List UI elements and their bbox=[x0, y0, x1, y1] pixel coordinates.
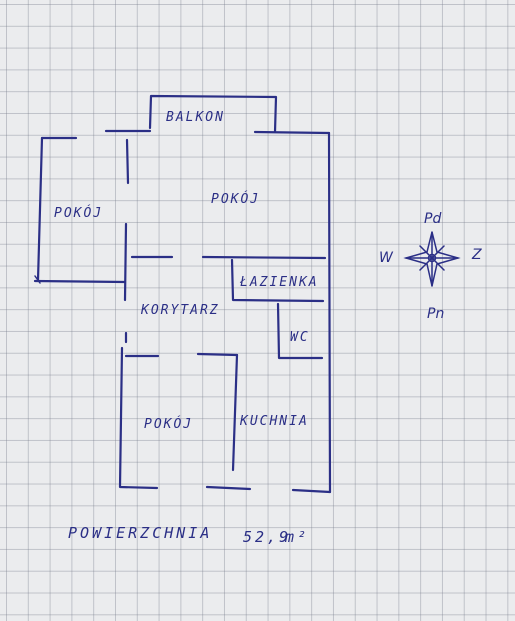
bottom-wall-right bbox=[291, 488, 332, 494]
balcony-wall bbox=[148, 94, 278, 134]
main-room-label: POKÓJ bbox=[211, 191, 260, 207]
bathroom-wall bbox=[230, 258, 325, 303]
bottom-wall-middle bbox=[205, 485, 252, 491]
bathroom-label: ŁAZIENKA bbox=[239, 275, 319, 290]
left-room-outer-wall bbox=[36, 136, 44, 282]
right-outer-wall bbox=[327, 131, 332, 494]
top-wall-right bbox=[253, 130, 331, 135]
compass-west-label: W bbox=[379, 250, 394, 266]
corridor-wall-right bbox=[201, 255, 327, 260]
left-room-bottom-wall bbox=[33, 279, 127, 284]
corridor-label: KORYTARZ bbox=[140, 303, 220, 318]
left-room-partition-bottom bbox=[123, 222, 128, 302]
kitchen-label: KUCHNIA bbox=[239, 414, 309, 429]
left-room-label: POKÓJ bbox=[54, 205, 103, 221]
bottom-room-outer-wall bbox=[118, 346, 159, 490]
area-value: 52,9 bbox=[243, 528, 291, 546]
left-room-corner bbox=[34, 275, 41, 284]
wc-label: WC bbox=[290, 330, 310, 345]
area-unit: m² bbox=[284, 528, 309, 546]
area-label: POWIERZCHNIA bbox=[68, 524, 212, 542]
compass-north-label: Pd bbox=[424, 211, 441, 227]
compass-south-label: Pn bbox=[427, 306, 444, 322]
walls bbox=[33, 94, 332, 494]
wc-wall bbox=[276, 302, 324, 360]
left-room-partition-top bbox=[125, 138, 130, 185]
compass-rose-icon bbox=[403, 231, 461, 287]
balcony-label: BALKON bbox=[166, 110, 225, 125]
bottom-room-label: POKÓJ bbox=[144, 416, 193, 432]
kitchen-top-wall bbox=[196, 352, 239, 357]
compass-east-label: Z bbox=[471, 247, 482, 263]
kitchen-divider-wall bbox=[231, 353, 239, 472]
